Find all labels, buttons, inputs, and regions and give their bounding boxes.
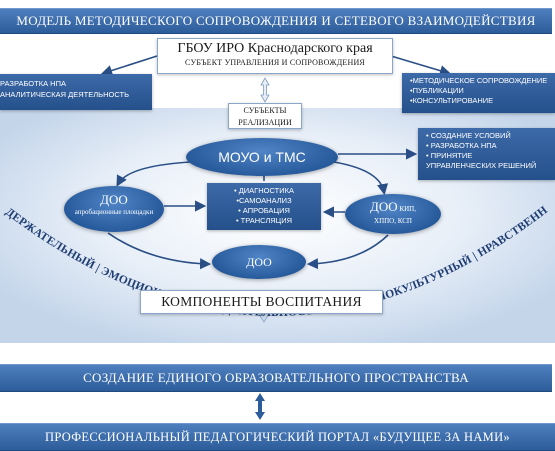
- portal-band: ПРОФЕССИОНАЛЬНЫЙ ПЕДАГОГИЧЕСКИЙ ПОРТАЛ «…: [0, 423, 555, 451]
- right-box-line: •КОНСУЛЬТИРОВАНИЕ: [410, 96, 494, 105]
- doo-left-title: ДОО: [100, 192, 128, 207]
- doo-right-subtitle1: КИП,: [399, 205, 416, 213]
- arrow-mouo-doo-right: [333, 161, 389, 196]
- double-arrow-bands: [255, 393, 265, 420]
- doo-left-ellipse: ДОО апробационные площадки: [64, 186, 164, 232]
- mouo-functions-line: УПРАВЛЕНЧЕСКИХ РЕШЕНИЙ: [426, 161, 537, 170]
- doo-right-line1: ДОО КИП,: [345, 194, 441, 217]
- center-activity: •САМОАНАЛИЗ: [236, 196, 292, 205]
- arrow-gbou-left: [100, 55, 158, 76]
- gbou-box: ГБОУ ИРО Краснодарского края СУБЪЕКТ УПР…: [157, 38, 393, 74]
- header-band: МОДЕЛЬ МЕТОДИЧЕСКОГО СОПРОВОЖДЕНИЯ И СЕТ…: [0, 8, 552, 34]
- center-activity: • ДИАГНОСТИКА: [233, 186, 294, 195]
- mouo-functions-line: • ПРИНЯТИЕ: [426, 151, 473, 160]
- subjects-line1: СУБЪЕКТЫ: [243, 106, 287, 115]
- gbou-title: ГБОУ ИРО Краснодарского края: [177, 41, 373, 56]
- doo-right-title: ДОО: [370, 199, 398, 214]
- arrow-mouo-doo-left: [116, 161, 191, 187]
- mouo-functions-line: • РАЗРАБОТКА НПА: [426, 141, 497, 150]
- mouo-functions-line: • СОЗДАНИЕ УСЛОВИЙ: [426, 131, 511, 140]
- mouo-label: МОУО и ТМС: [218, 149, 306, 165]
- doo-bottom-ellipse: ДОО: [212, 245, 306, 279]
- arrow-gbou-right: [390, 55, 452, 77]
- arrow-doo-right-bottom: [306, 234, 389, 270]
- doo-right-subtitle2: ХППО, КСП: [374, 217, 412, 225]
- gbou-subtitle: СУБЪЕКТ УПРАВЛЕНИЯ И СОПРОВОЖДЕНИЯ: [185, 58, 365, 67]
- doo-right-ellipse: ДОО КИП, ХППО, КСП: [345, 194, 441, 234]
- subjects-line2: РЕАЛИЗАЦИИ: [238, 118, 292, 127]
- doo-bottom-title: ДОО: [246, 255, 272, 269]
- center-activity: • АПРОБАЦИЯ: [238, 206, 290, 215]
- left-box-line: АНАЛИТИЧЕСКАЯ ДЕЯТЕЛЬНОСТЬ: [0, 90, 130, 99]
- center-activity: • ТРАНСЛЯЦИЯ: [235, 216, 293, 225]
- right-box-line: •ПУБЛИКАЦИИ: [410, 86, 464, 95]
- doo-left-subtitle: апробационные площадки: [74, 208, 154, 216]
- left-functions-box: РАЗРАБОТКА НПА АНАЛИТИЧЕСКАЯ ДЕЯТЕЛЬНОСТ…: [0, 74, 152, 110]
- double-arrow-gbou-subjects: [260, 77, 270, 103]
- components-box: КОМПОНЕНТЫ ВОСПИТАНИЯ: [140, 290, 383, 314]
- unified-space-band: СОЗДАНИЕ ЕДИНОГО ОБРАЗОВАТЕЛЬНОГО ПРОСТР…: [0, 364, 552, 392]
- right-box-line: •МЕТОДИЧЕСКОЕ СОПРОВОЖДЕНИЕ: [410, 76, 548, 85]
- left-box-line: РАЗРАБОТКА НПА: [0, 79, 66, 88]
- mouo-functions-box: • СОЗДАНИЕ УСЛОВИЙ • РАЗРАБОТКА НПА • ПР…: [418, 128, 555, 180]
- center-activities-box: • ДИАГНОСТИКА •САМОАНАЛИЗ • АПРОБАЦИЯ • …: [207, 183, 321, 230]
- right-functions-box: •МЕТОДИЧЕСКОЕ СОПРОВОЖДЕНИЕ •ПУБЛИКАЦИИ …: [402, 73, 555, 113]
- arrow-doo-left-bottom: [107, 232, 212, 270]
- subjects-box: СУБЪЕКТЫ РЕАЛИЗАЦИИ: [228, 103, 302, 129]
- mouo-ellipse: МОУО и ТМС: [186, 138, 338, 176]
